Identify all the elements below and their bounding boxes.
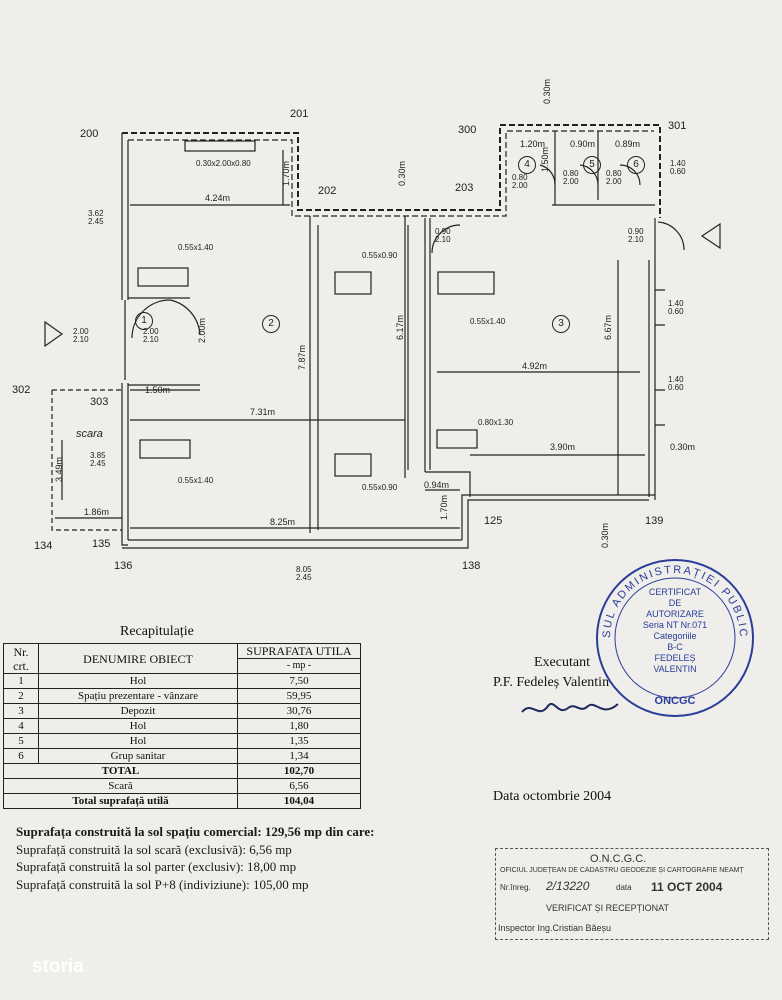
summary-line: Suprafață construită la sol parter (excl… xyxy=(16,859,297,874)
dimension-label: 0.90m xyxy=(570,139,596,149)
point-label: 125 xyxy=(484,515,503,527)
fraction-label: 0.55x1.40 xyxy=(470,317,506,326)
fraction-label: 0.55x1.40 xyxy=(178,476,214,485)
stair-label: scara xyxy=(76,428,103,440)
document-date: Data octombrie 2004 xyxy=(493,789,612,804)
room-number: 3 xyxy=(552,315,570,333)
dimension-label: 1.20m xyxy=(520,139,546,149)
header-nr: Nr. crt. xyxy=(3,643,39,674)
dimension-label: 1.70m xyxy=(439,494,449,520)
executant-label: Executant xyxy=(534,655,590,670)
dimension-label: 8.25m xyxy=(270,517,296,527)
header-unit: - mp - xyxy=(237,658,361,674)
dimension-label: 4.24m xyxy=(205,193,231,203)
room-number: 1 xyxy=(135,312,153,330)
point-label: 201 xyxy=(290,108,309,120)
executant-name: P.F. Fedeleș Valentin xyxy=(493,675,610,690)
fraction-label: 0.30x2.00x0.80 xyxy=(196,159,251,168)
dimension-label: 0.30m xyxy=(670,442,696,452)
point-label: 138 xyxy=(462,560,481,572)
fraction-label: 0.55x0.90 xyxy=(362,483,398,492)
dimension-label: 0.30m xyxy=(542,78,552,104)
dimension-label: 0.30m xyxy=(600,522,610,548)
floor-plan-drawing xyxy=(44,124,721,549)
signature xyxy=(521,703,619,713)
dimension-label: 3.49m xyxy=(54,456,64,482)
dimension-label: 6.17m xyxy=(395,314,405,340)
point-label: 139 xyxy=(645,515,664,527)
room-number: 5 xyxy=(583,156,601,174)
point-label: 200 xyxy=(80,128,99,140)
fraction-label: 0.80x1.30 xyxy=(478,418,514,427)
point-label: 301 xyxy=(668,120,687,132)
summary-line: Suprafață construită la sol scară (exclu… xyxy=(16,841,292,857)
point-label: 134 xyxy=(34,540,53,552)
header-name: DENUMIRE OBIECT xyxy=(38,643,238,674)
point-label: 136 xyxy=(114,560,133,572)
table-header-row: Nr. crt. DENUMIRE OBIECT SUPRAFATA UTILA xyxy=(3,643,361,674)
point-label: 302 xyxy=(12,384,31,396)
dimension-label: 1.50m xyxy=(540,146,550,172)
area-summary: Suprafața construită la sol spațiu comer… xyxy=(16,823,374,893)
dimension-label: 3.90m xyxy=(550,442,576,452)
room-number: 6 xyxy=(627,156,645,174)
point-label: 303 xyxy=(90,396,109,408)
dimension-label: 7.87m xyxy=(297,344,307,370)
header-area: SUPRAFATA UTILA xyxy=(237,643,361,659)
fraction-label: 0.55x0.90 xyxy=(362,251,398,260)
dimension-label: 0.94m xyxy=(424,480,450,490)
point-label: 135 xyxy=(92,538,111,550)
point-label: 300 xyxy=(458,124,477,136)
stamp-bottom: ONCGC xyxy=(654,695,696,707)
dimension-label: 0.89m xyxy=(615,139,641,149)
point-label: 202 xyxy=(318,185,337,197)
dimension-label: 7.31m xyxy=(250,407,276,417)
dimension-label: 6.67m xyxy=(603,314,613,340)
summary-line: Suprafață construită la sol P+8 (indiviz… xyxy=(16,876,309,892)
room-number: 2 xyxy=(262,315,280,333)
cadastre-stamp: O.N.C.G.C. OFICIUL JUDEȚEAN DE CADASTRU … xyxy=(495,848,769,940)
fraction-label: 0.55x1.40 xyxy=(178,243,214,252)
recap-title: Recapitulație xyxy=(120,624,194,639)
point-label: 203 xyxy=(455,182,474,194)
room-number: 4 xyxy=(518,156,536,174)
dimension-label: 2.00m xyxy=(197,317,207,343)
summary-line: Suprafața construită la sol spațiu comer… xyxy=(16,824,375,839)
storia-logo: storia xyxy=(32,956,84,977)
recap-table: Nr. crt. DENUMIRE OBIECT SUPRAFATA UTILA… xyxy=(3,643,361,809)
dimension-label: 0.30m xyxy=(397,160,407,186)
authorization-stamp: SUL ADMINISTRAȚIEI PUBLICE CERTIFICAT DE… xyxy=(590,553,760,723)
dimension-label: 1.86m xyxy=(84,507,110,517)
dimension-label: 1.70m xyxy=(281,160,291,186)
dimension-label: 1.50m xyxy=(145,385,171,395)
dimension-label: 4.92m xyxy=(522,361,548,371)
